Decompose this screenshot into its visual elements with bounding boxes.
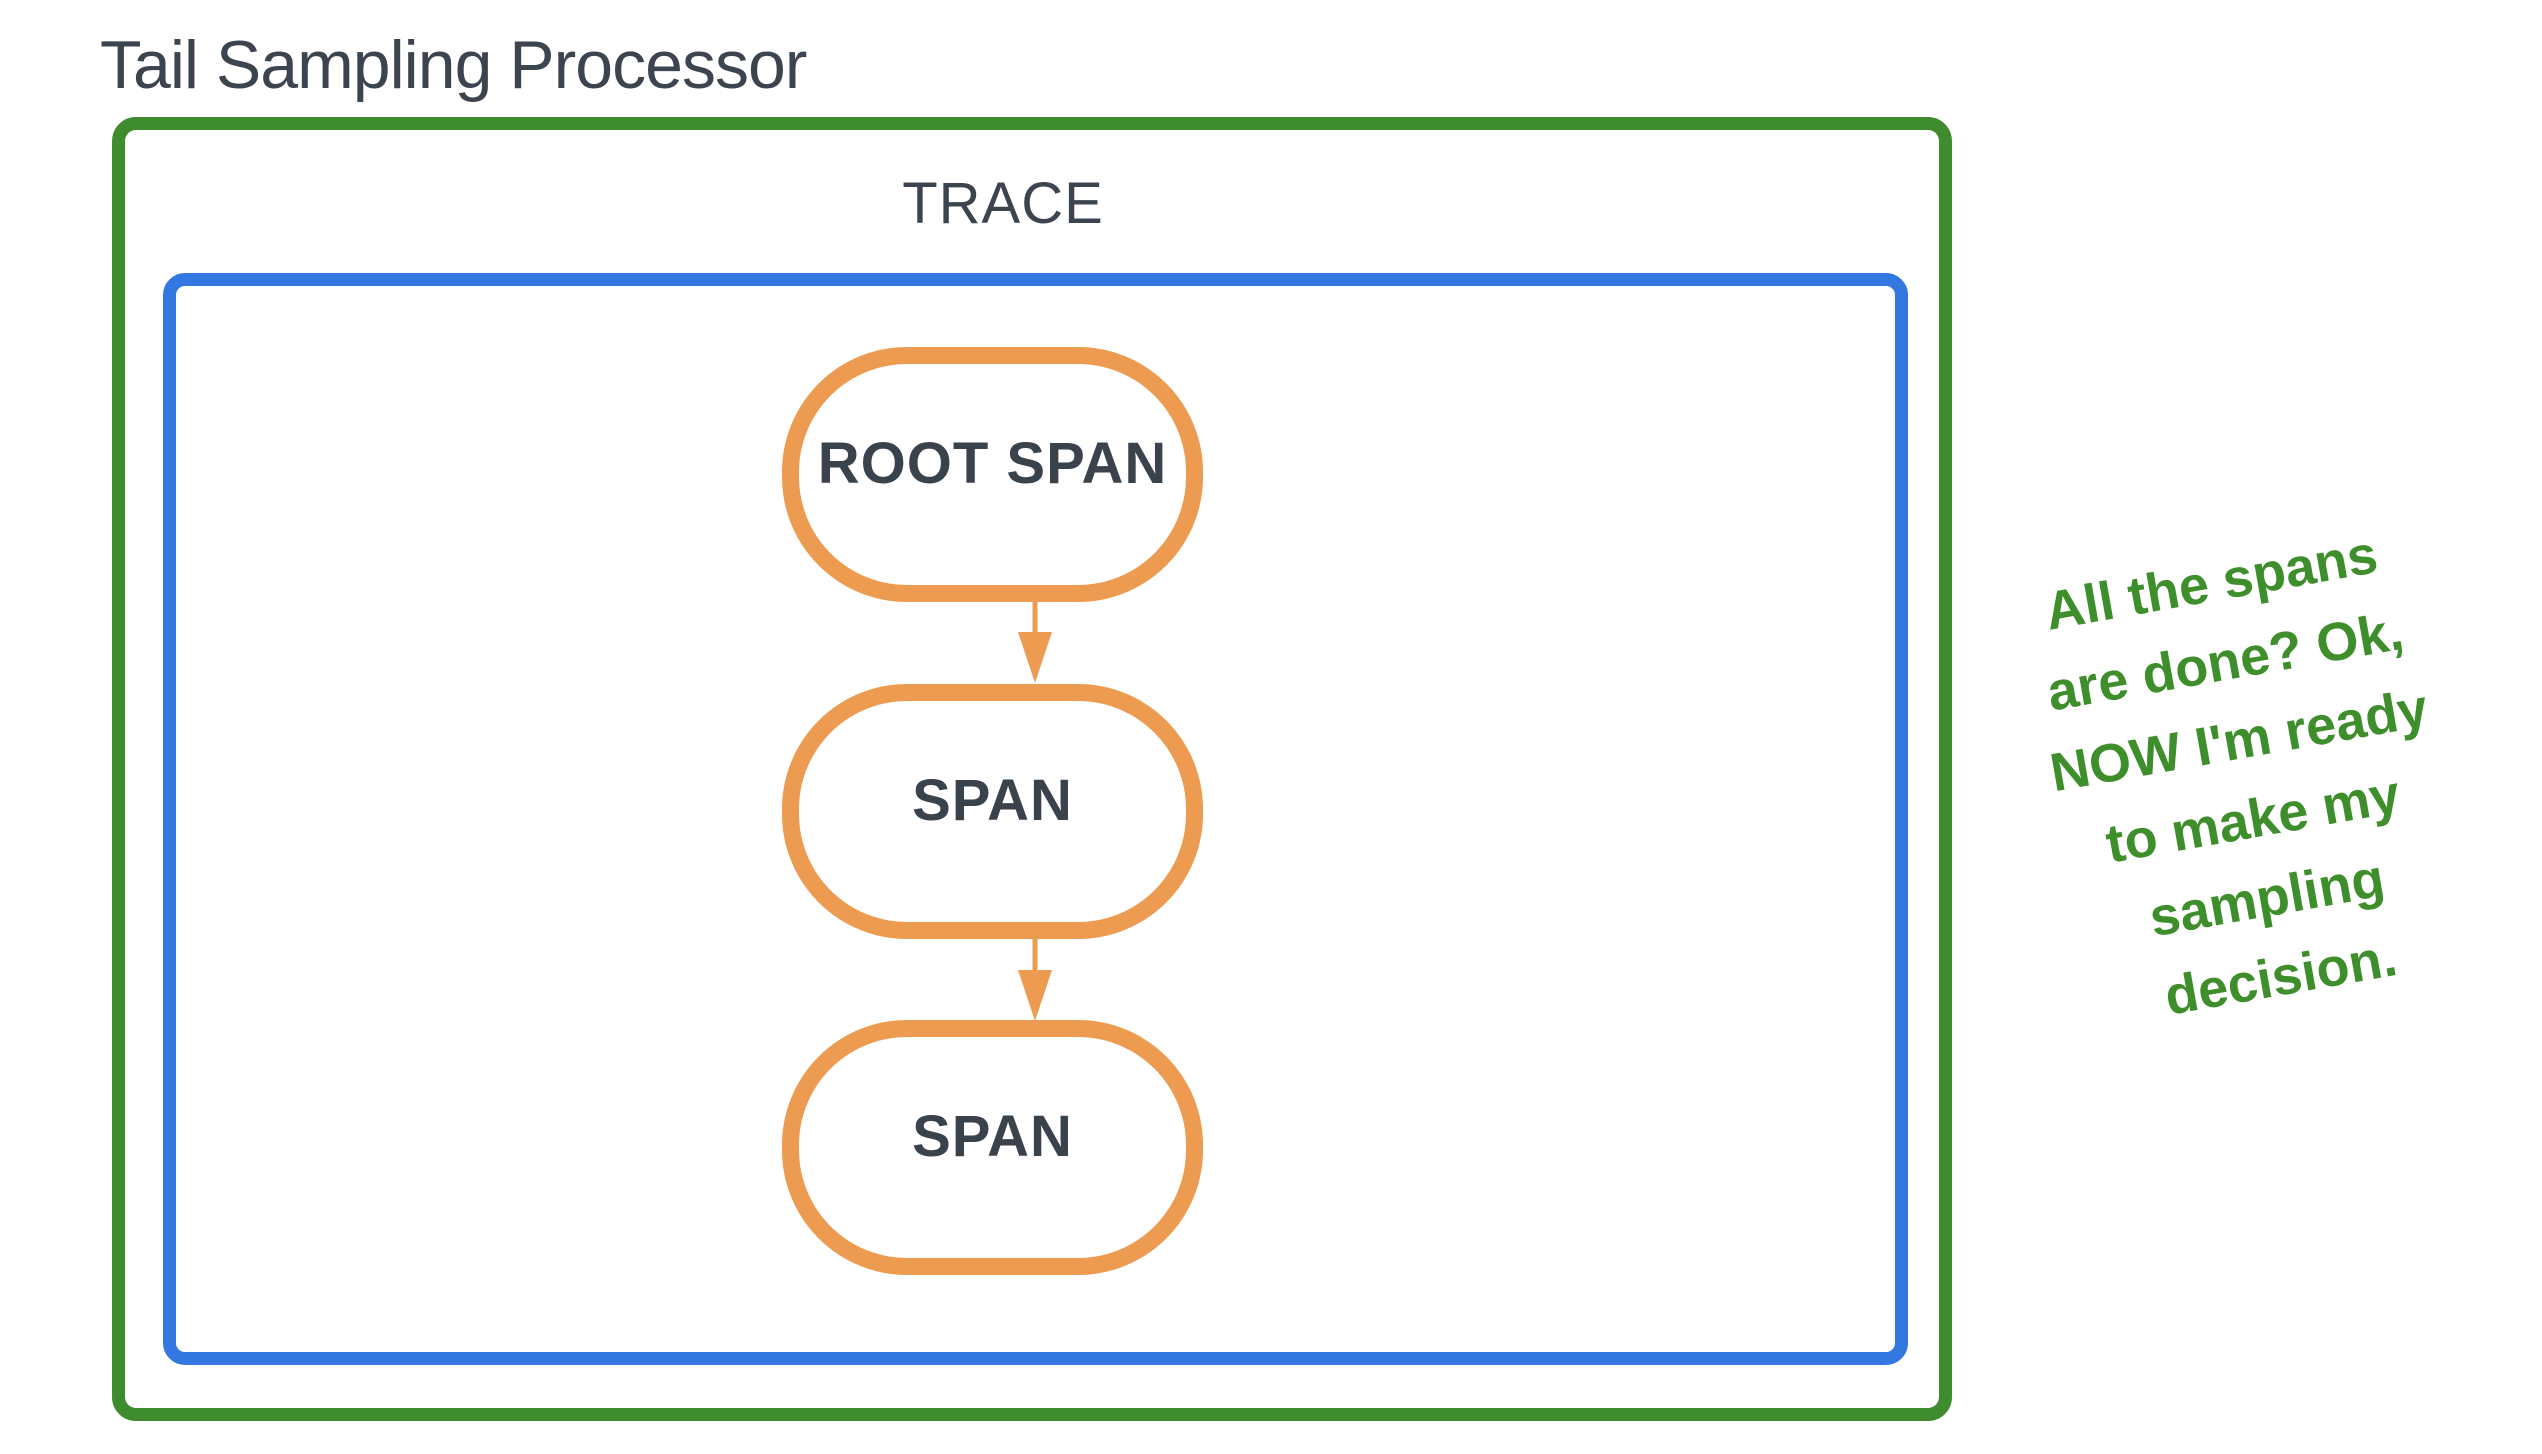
arrow-down-icon — [1018, 600, 1052, 683]
diagram-title: Tail Sampling Processor — [100, 27, 807, 103]
node-root-span: ROOT SPAN — [782, 347, 1203, 602]
arrow-down-icon — [1018, 938, 1052, 1021]
node-root-span-label: ROOT SPAN — [817, 431, 1168, 496]
node-span-2-label: SPAN — [912, 1104, 1073, 1169]
annotation-text: All the spans are done? Ok, NOW I'm read… — [1967, 502, 2525, 1058]
trace-box — [163, 273, 1908, 1365]
tail-sampling-processor-box — [112, 117, 1952, 1421]
node-span-1-label: SPAN — [912, 768, 1073, 833]
node-span-2: SPAN — [782, 1020, 1203, 1275]
trace-label: TRACE — [902, 171, 1104, 236]
node-span-1: SPAN — [782, 684, 1203, 939]
